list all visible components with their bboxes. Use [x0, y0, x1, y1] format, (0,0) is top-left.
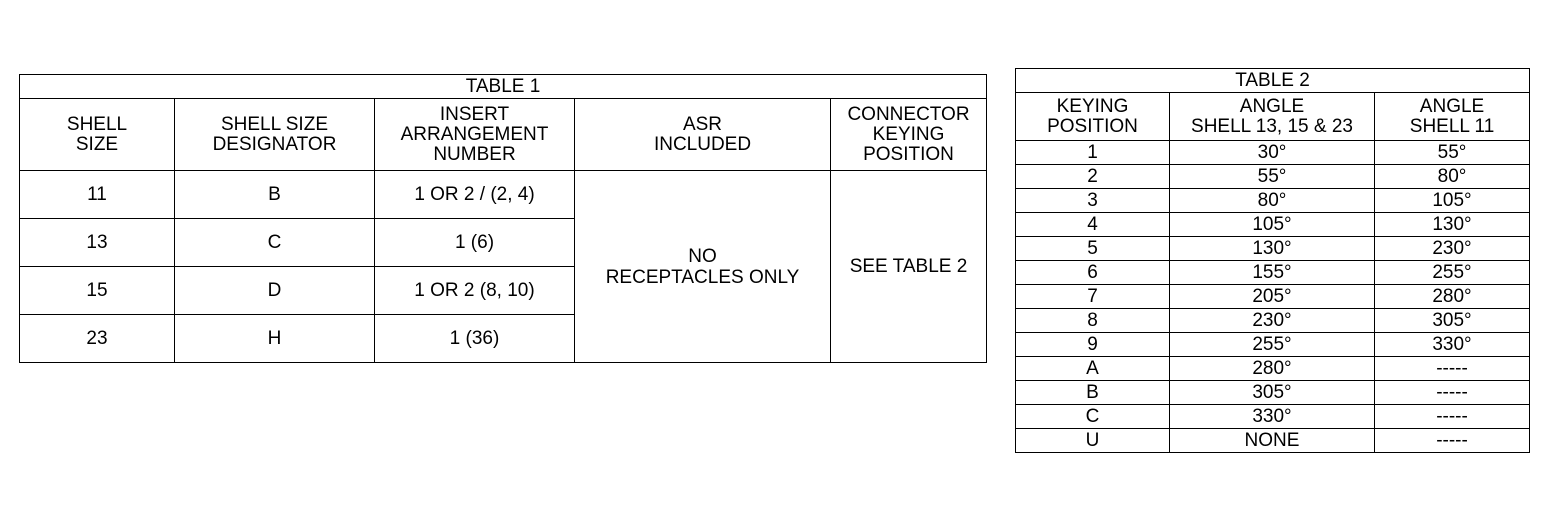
angle-shell-11-cell: -----	[1373, 428, 1531, 453]
shell-size-cell: 23	[19, 314, 175, 363]
angle-shell-13-15-23-cell: 280°	[1169, 356, 1375, 381]
header-connector-keying-position: CONNECTOR KEYING POSITION	[829, 98, 988, 171]
keying-position-cell: 1	[1015, 140, 1170, 165]
header-asr-included: ASR INCLUDED	[574, 98, 831, 171]
shell-size-designator-cell: H	[174, 314, 375, 363]
table-1: TABLE 1 SHELL SIZE SHELL SIZE DESIGNATOR…	[18, 74, 988, 363]
asr-included-cell: NO RECEPTACLES ONLY	[574, 170, 831, 363]
shell-size-designator-cell: B	[174, 170, 375, 219]
angle-shell-13-15-23-cell: 55°	[1169, 164, 1375, 189]
table-2-caption: TABLE 2	[1014, 68, 1531, 93]
angle-shell-13-15-23-cell: NONE	[1169, 428, 1375, 453]
shell-size-cell: 13	[19, 218, 175, 267]
shell-size-designator-cell: D	[174, 266, 375, 315]
keying-position-cell: 5	[1015, 236, 1170, 261]
angle-shell-11-cell: 105°	[1373, 188, 1531, 213]
insert-arrangement-cell: 1 (6)	[374, 218, 575, 267]
insert-arrangement-cell: 1 OR 2 (8, 10)	[374, 266, 575, 315]
table-row: 11 B 1 OR 2 / (2, 4) NO RECEPTACLES ONLY…	[19, 170, 988, 363]
insert-arrangement-cell: 1 (36)	[374, 314, 575, 363]
connector-keying-position-cell: SEE TABLE 2	[829, 170, 988, 363]
angle-shell-13-15-23-cell: 255°	[1169, 332, 1375, 357]
keying-position-cell: 2	[1015, 164, 1170, 189]
keying-position-cell: 9	[1015, 332, 1170, 357]
angle-shell-13-15-23-cell: 330°	[1169, 404, 1375, 429]
keying-position-cell: 4	[1015, 212, 1170, 237]
shell-size-cell: 15	[19, 266, 175, 315]
insert-arrangement-cell: 1 OR 2 / (2, 4)	[374, 170, 575, 219]
header-insert-arrangement-number: INSERT ARRANGEMENT NUMBER	[374, 98, 575, 171]
keying-position-cell: C	[1015, 404, 1170, 429]
angle-shell-11-cell: 280°	[1373, 284, 1531, 309]
angle-shell-13-15-23-cell: 305°	[1169, 380, 1375, 405]
angle-shell-13-15-23-cell: 155°	[1169, 260, 1375, 285]
angle-shell-13-15-23-cell: 130°	[1169, 236, 1375, 261]
shell-size-cell: 11	[19, 170, 175, 219]
angle-shell-13-15-23-cell: 30°	[1169, 140, 1375, 165]
header-angle-shell-13-15-23: ANGLE SHELL 13, 15 & 23	[1169, 92, 1375, 141]
angle-shell-11-cell: -----	[1373, 356, 1531, 381]
angle-shell-11-cell: 55°	[1373, 140, 1531, 165]
angle-shell-13-15-23-cell: 205°	[1169, 284, 1375, 309]
keying-position-cell: 8	[1015, 308, 1170, 333]
shell-size-designator-cell: C	[174, 218, 375, 267]
angle-shell-11-cell: 330°	[1373, 332, 1531, 357]
angle-shell-13-15-23-cell: 80°	[1169, 188, 1375, 213]
angle-shell-11-cell: -----	[1373, 380, 1531, 405]
keying-position-cell: 3	[1015, 188, 1170, 213]
header-shell-size-designator: SHELL SIZE DESIGNATOR	[174, 98, 375, 171]
angle-shell-11-cell: -----	[1373, 404, 1531, 429]
header-shell-size: SHELL SIZE	[19, 98, 175, 171]
keying-position-cell: 6	[1015, 260, 1170, 285]
keying-position-cell: A	[1015, 356, 1170, 381]
header-keying-position: KEYING POSITION	[1015, 92, 1170, 141]
angle-shell-11-cell: 230°	[1373, 236, 1531, 261]
angle-shell-13-15-23-cell: 230°	[1169, 308, 1375, 333]
angle-shell-13-15-23-cell: 105°	[1169, 212, 1375, 237]
keying-position-cell: 7	[1015, 284, 1170, 309]
table-1-caption: TABLE 1	[18, 74, 988, 99]
table-2: TABLE 2 KEYING POSITION ANGLE SHELL 13, …	[1014, 68, 1531, 453]
table-row: 15 D 1 OR 2 (8, 10)	[19, 266, 987, 315]
table-row: 23 H 1 (36)	[19, 314, 987, 363]
table-row: 13 C 1 (6)	[19, 218, 987, 267]
keying-position-cell: B	[1015, 380, 1170, 405]
angle-shell-11-cell: 130°	[1373, 212, 1531, 237]
angle-shell-11-cell: 305°	[1373, 308, 1531, 333]
angle-shell-11-cell: 255°	[1373, 260, 1531, 285]
keying-position-cell: U	[1015, 428, 1170, 453]
header-angle-shell-11: ANGLE SHELL 11	[1373, 92, 1531, 141]
angle-shell-11-cell: 80°	[1373, 164, 1531, 189]
